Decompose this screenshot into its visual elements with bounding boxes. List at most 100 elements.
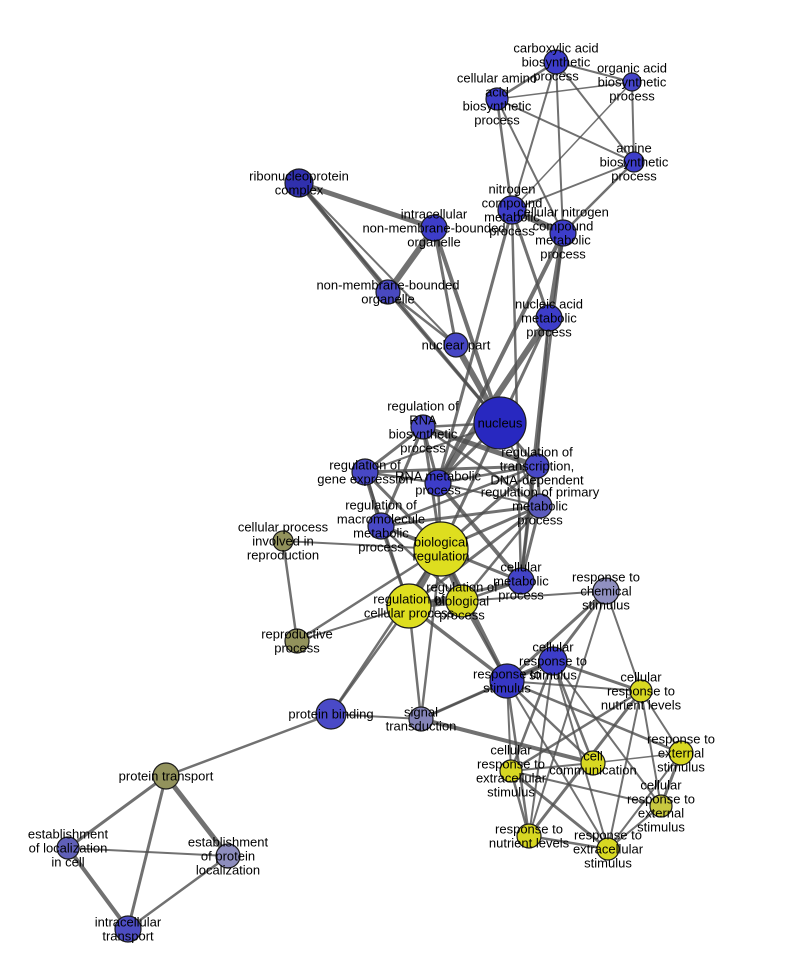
graph-edge-non-membrane-bounded-organelle--nuclear-part: [386, 290, 458, 347]
graph-edge-signal-transduction--cell-communication: [419, 717, 595, 765]
graph-edge-establishment-of-localization-in-cell--intracellular-transport: [66, 846, 130, 931]
graph-edge-rna-metabolic-process--regulation-of-primary-metabolic-process: [437, 482, 541, 507]
graph-node-response-to-nutrient-levels[interactable]: [516, 823, 542, 849]
graph-node-protein-transport[interactable]: [152, 762, 180, 790]
graph-edge-cell-communication--cellular-response-to-extracellular-stimulus: [510, 762, 594, 772]
graph-edge-cellular-response-to-extracellular-stimulus--response-to-extracellular-stimulus: [509, 769, 610, 851]
graph-node-amine-biosynthetic-process[interactable]: [623, 151, 645, 173]
graph-node-non-membrane-bounded-organelle[interactable]: [375, 279, 401, 305]
graph-node-regulation-of-biological-process[interactable]: [445, 584, 479, 618]
edges-layer: [66, 60, 683, 931]
graph-edge-regulation-of-primary-metabolic-process--regulation-of-biological-process: [460, 504, 542, 603]
graph-node-establishment-of-protein-localization[interactable]: [215, 843, 241, 869]
graph-node-response-to-external-stimulus[interactable]: [668, 740, 694, 766]
graph-edge-cellular-response-to-stimulus--response-to-extracellular-stimulus: [552, 660, 609, 850]
graph-edge-cellular-process-involved-in-reproduction--reproductive-process: [281, 539, 299, 643]
graph-node-cellular-response-to-extracellular-stimulus[interactable]: [499, 759, 523, 783]
graph-edge-response-to-external-stimulus--cell-communication: [592, 752, 682, 764]
graph-edge-response-to-stimulus--response-to-chemical-stimulus: [505, 589, 608, 683]
graph-edge-cellular-response-to-stimulus--cell-communication: [551, 659, 595, 765]
graph-node-regulation-of-cellular-process[interactable]: [386, 583, 432, 629]
graph-node-biological-regulation[interactable]: [413, 521, 469, 577]
graph-edge-nitrogen-compound-metabolic-process--nucleic-acid-metabolic-process: [510, 208, 551, 320]
graph-edge-organic-acid-biosynthetic-process--amine-biosynthetic-process: [631, 81, 635, 163]
graph-node-rna-metabolic-process[interactable]: [424, 469, 452, 497]
graph-node-intracellular-transport[interactable]: [114, 915, 142, 943]
nodes-layer: [56, 49, 694, 943]
graph-edge-cellular-response-to-nutrient-levels--response-to-extracellular-stimulus: [607, 690, 642, 850]
graph-node-intracellular-non-membrane-bounded-organelle[interactable]: [420, 214, 448, 242]
graph-edge-cellular-amino-acid-biosynthetic-process--nitrogen-compound-metabolic-process: [495, 97, 514, 212]
graph-edge-biological-regulation--reproductive-process: [295, 547, 443, 643]
graph-node-response-to-stimulus[interactable]: [489, 663, 525, 699]
graph-node-organic-acid-biosynthetic-process[interactable]: [622, 72, 642, 92]
graph-edge-amine-biosynthetic-process--cellular-nitrogen-compound-metabolic-process: [561, 160, 636, 235]
graph-node-cellular-metabolic-process[interactable]: [507, 567, 535, 595]
graph-edge-intracellular-non-membrane-bounded-organelle--nuclear-part: [432, 226, 458, 347]
graph-node-ribonucleoprotein-complex[interactable]: [284, 168, 314, 198]
graph-edge-response-to-stimulus--response-to-extracellular-stimulus: [506, 680, 609, 850]
graph-edge-nucleic-acid-metabolic-process--regulation-of-transcription-dna-dependent: [536, 317, 550, 467]
graph-node-cellular-amino-acid-biosynthetic-process[interactable]: [485, 87, 509, 111]
graph-edge-protein-transport--establishment-of-protein-localization: [163, 773, 231, 859]
graph-edge-ribonucleoprotein-complex--intracellular-non-membrane-bounded-organelle: [296, 180, 437, 231]
graph-node-regulation-of-transcription-dna-dependent[interactable]: [524, 453, 550, 479]
graph-edge-carboxylic-acid-biosynthetic-process--cellular-nitrogen-compound-metabolic-process: [555, 61, 564, 234]
graph-node-response-to-chemical-stimulus[interactable]: [592, 577, 620, 605]
graph-edge-establishment-of-localization-in-cell--establishment-of-protein-localization: [67, 847, 229, 857]
graph-edge-protein-binding--protein-transport: [164, 712, 333, 778]
graph-node-cellular-response-to-stimulus[interactable]: [538, 646, 568, 676]
graph-node-nitrogen-compound-metabolic-process[interactable]: [497, 195, 527, 225]
graph-edge-establishment-of-protein-localization--intracellular-transport: [126, 854, 230, 931]
graph-edge-amine-biosynthetic-process--nitrogen-compound-metabolic-process: [511, 161, 635, 211]
graph-node-protein-binding[interactable]: [315, 698, 347, 730]
graph-edge-regulation-of-rna-biosynthetic-process--regulation-of-transcription-dna-dependent: [420, 424, 540, 469]
graph-node-carboxylic-acid-biosynthetic-process[interactable]: [543, 49, 569, 75]
graph-edge-response-to-external-stimulus--response-to-extracellular-stimulus: [607, 752, 682, 850]
graph-edge-carboxylic-acid-biosynthetic-process--nitrogen-compound-metabolic-process: [511, 61, 557, 211]
graph-edge-cellular-response-to-stimulus--cellular-response-to-extracellular-stimulus: [509, 659, 555, 773]
graph-edge-biological-regulation--signal-transduction: [419, 547, 443, 721]
graph-edge-response-to-chemical-stimulus--cellular-response-to-nutrient-levels: [605, 590, 642, 692]
graph-edge-organic-acid-biosynthetic-process--cellular-amino-acid-biosynthetic-process: [496, 81, 633, 100]
graph-node-establishment-of-localization-in-cell[interactable]: [56, 836, 80, 860]
graph-edge-cellular-response-to-nutrient-levels--cellular-response-to-external-stimulus: [640, 690, 662, 807]
graph-edge-regulation-of-transcription-dna-dependent--rna-metabolic-process: [436, 464, 539, 485]
graph-edge-regulation-of-primary-metabolic-process--regulation-of-macromolecule-metabolic-process: [379, 504, 542, 528]
graph-node-nucleic-acid-metabolic-process[interactable]: [535, 304, 563, 332]
graph-edge-cellular-response-to-extracellular-stimulus--cellular-response-to-external-stimulus: [510, 770, 662, 807]
graph-node-cell-communication[interactable]: [580, 750, 606, 776]
graph-edge-nucleic-acid-metabolic-process--cellular-metabolic-process: [519, 316, 551, 583]
graph-edge-cellular-amino-acid-biosynthetic-process--amine-biosynthetic-process: [496, 98, 635, 163]
graph-node-regulation-of-gene-expression[interactable]: [351, 458, 379, 486]
graph-edge-response-to-stimulus--cellular-response-to-nutrient-levels: [506, 680, 642, 692]
graph-edge-nitrogen-compound-metabolic-process--cellular-metabolic-process: [510, 208, 523, 583]
graph-node-cellular-process-involved-in-reproduction[interactable]: [272, 530, 294, 552]
graph-node-regulation-of-primary-metabolic-process[interactable]: [527, 493, 553, 519]
graph-edge-response-to-stimulus--response-to-nutrient-levels: [505, 679, 531, 838]
graph-node-cellular-response-to-nutrient-levels[interactable]: [629, 679, 653, 703]
graph-node-nucleus[interactable]: [473, 396, 527, 450]
graph-edge-cellular-response-to-nutrient-levels--cellular-response-to-extracellular-stimulus: [509, 689, 643, 773]
graph-edge-cellular-response-to-stimulus--signal-transduction: [420, 660, 554, 720]
graph-node-cellular-nitrogen-compound-metabolic-process[interactable]: [549, 219, 577, 247]
graph-node-response-to-extracellular-stimulus[interactable]: [596, 837, 620, 861]
graph-edge-cellular-response-to-stimulus--response-to-nutrient-levels: [528, 660, 554, 837]
graph-edge-intracellular-non-membrane-bounded-organelle--nucleus: [432, 226, 502, 425]
graph-node-regulation-of-rna-biosynthetic-process[interactable]: [410, 414, 436, 440]
graph-node-signal-transduction[interactable]: [408, 706, 434, 732]
graph-edge-carboxylic-acid-biosynthetic-process--amine-biosynthetic-process: [555, 61, 635, 163]
graph-node-regulation-of-macromolecule-metabolic-process[interactable]: [367, 512, 395, 540]
graph-edge-ribonucleoprotein-complex--nuclear-part: [298, 182, 457, 346]
graph-node-reproductive-process[interactable]: [284, 628, 310, 654]
graph-edge-carboxylic-acid-biosynthetic-process--organic-acid-biosynthetic-process: [555, 61, 633, 83]
graph-edge-cellular-response-to-stimulus--cellular-response-to-nutrient-levels: [551, 659, 643, 693]
graph-edge-non-membrane-bounded-organelle--nucleus: [386, 290, 502, 425]
graph-edge-cellular-amino-acid-biosynthetic-process--cellular-nitrogen-compound-metabolic-process: [496, 98, 564, 234]
graph-edge-cellular-response-to-stimulus--response-to-chemical-stimulus: [551, 589, 608, 663]
graph-node-nuclear-part[interactable]: [443, 332, 469, 358]
graph-node-cellular-response-to-external-stimulus[interactable]: [649, 794, 673, 818]
graph-edge-protein-transport--establishment-of-localization-in-cell: [66, 774, 168, 850]
